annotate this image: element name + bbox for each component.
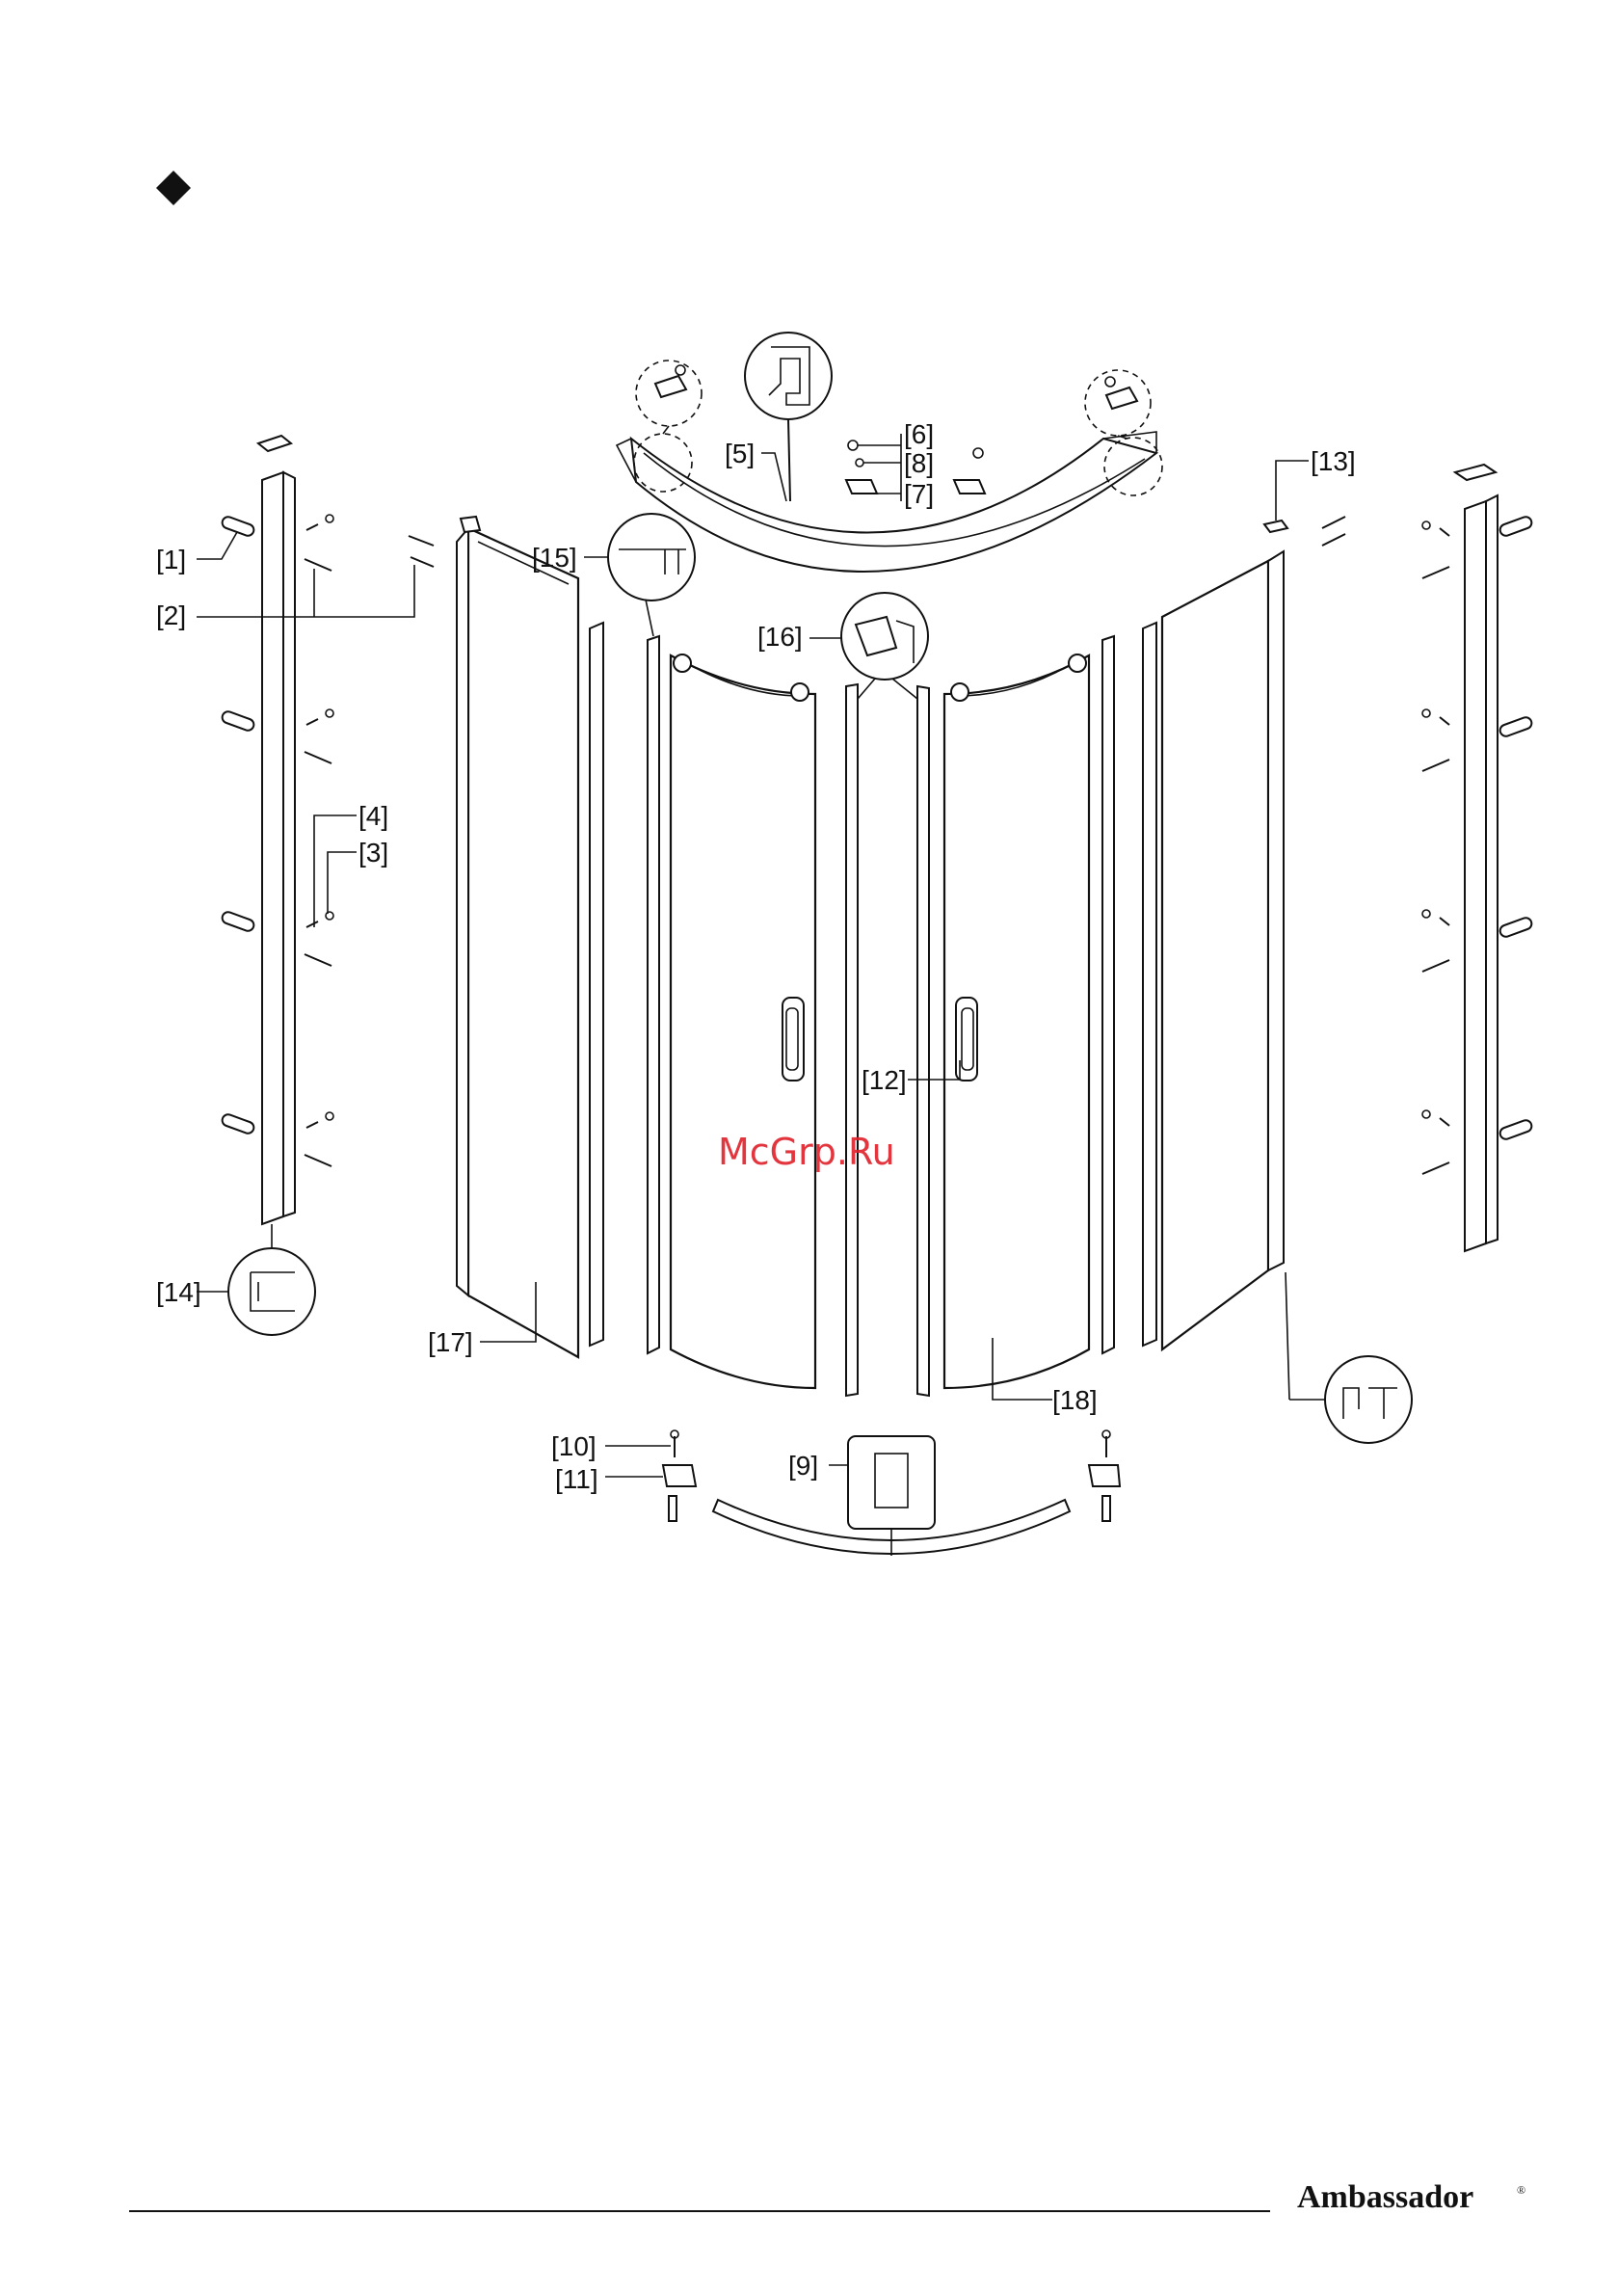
right-wall-profile (1455, 465, 1498, 1251)
center-left-seal (846, 684, 858, 1396)
diamond-bullet-icon (156, 171, 191, 205)
right-profile-detail-circle (1325, 1356, 1412, 1443)
label-4: [4] (358, 801, 388, 831)
label-16: [16] (757, 622, 803, 652)
label-5: [5] (725, 439, 755, 468)
brand-registered-mark: ® (1517, 2183, 1525, 2197)
seal-profile-detail-circle (608, 514, 695, 601)
left-fixed-glass-panel (457, 517, 578, 1357)
wall-profile-detail-circle (228, 1248, 315, 1335)
label-13: [13] (1311, 446, 1356, 476)
top-arc-frame (617, 432, 1156, 572)
label-2: [2] (156, 601, 186, 630)
right-seal-strip (1143, 623, 1156, 1346)
top-left-bracket-icon (655, 365, 686, 397)
top-right-bracket-icon (1105, 377, 1137, 409)
label-7: [7] (904, 479, 934, 509)
left-wall-profile (258, 436, 295, 1224)
label-3: [3] (358, 838, 388, 868)
watermark: McGrp.Ru (718, 1131, 895, 1173)
label-11: [11] (555, 1464, 598, 1494)
label-17: [17] (428, 1327, 473, 1357)
label-10: [10] (551, 1431, 597, 1461)
top-bracket-right-icon (954, 480, 985, 494)
label-9: [9] (788, 1451, 818, 1481)
cap-icon (848, 441, 858, 450)
right-fixed-glass-panel (1162, 551, 1284, 1349)
center-right-seal (917, 686, 929, 1396)
top-bracket-icon (846, 480, 877, 494)
brand-logo: Ambassador (1297, 2179, 1473, 2215)
label-14: [14] (156, 1277, 201, 1307)
left-door-seal-strip (648, 636, 659, 1353)
label-6: [6] (904, 419, 934, 449)
label-8: [8] (904, 448, 934, 478)
bottom-left-guide (663, 1430, 696, 1521)
screw-icon (856, 459, 863, 467)
right-door-seal-strip (1102, 636, 1114, 1353)
bottom-track-detail-box (848, 1436, 935, 1529)
label-12: [12] (862, 1065, 907, 1095)
label-1: [1] (156, 545, 186, 574)
left-wall-plugs (221, 516, 255, 1135)
label-15: [15] (532, 543, 577, 573)
right-end-cap-icon (1264, 521, 1287, 532)
right-wall-plugs (1499, 516, 1533, 1141)
label-18: [18] (1052, 1385, 1098, 1415)
right-screws (1322, 517, 1449, 1174)
left-seal-strip (590, 623, 603, 1346)
left-sliding-door (671, 654, 815, 1388)
right-sliding-door (944, 654, 1089, 1388)
bottom-right-guide (1089, 1430, 1120, 1521)
top-profile-detail-circle (745, 333, 832, 419)
